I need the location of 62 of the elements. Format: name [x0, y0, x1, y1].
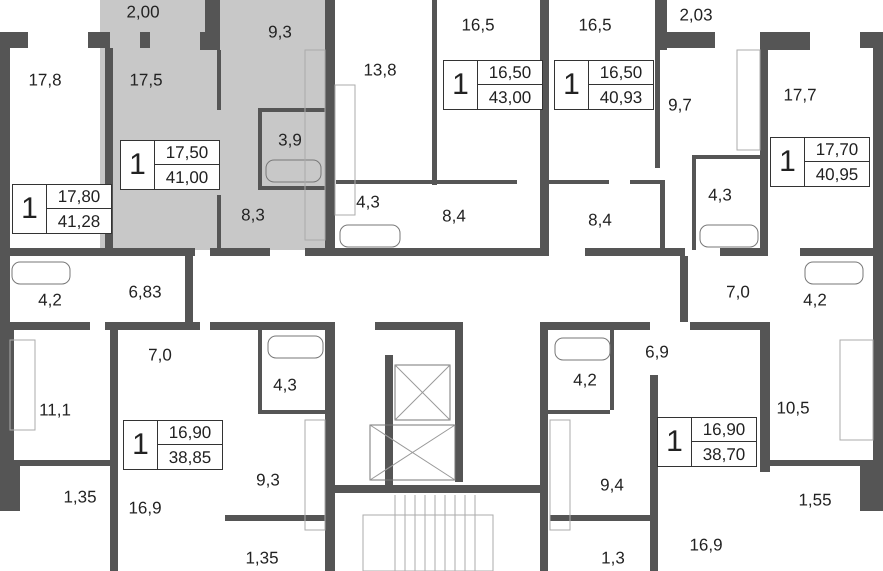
total-area: 41,00: [155, 165, 219, 189]
room-area: 9,3: [268, 24, 292, 40]
apartment-tag: [123, 420, 223, 470]
living-area: 16,50: [478, 61, 542, 85]
total-area: 40,93: [589, 85, 653, 109]
room-area: 4,2: [38, 292, 62, 308]
room-area: 4,2: [803, 292, 827, 308]
room-area: 7,0: [726, 284, 750, 300]
room-count: 1: [658, 418, 692, 466]
room-area: 4,3: [356, 194, 380, 210]
apartment-tag: [12, 184, 112, 234]
living-area: 17,80: [47, 185, 111, 209]
room-area: 3,9: [278, 132, 302, 148]
room-area: 10,5: [776, 400, 810, 416]
room-count: 1: [771, 138, 805, 186]
room-area: 6,83: [128, 284, 162, 300]
room-area: 17,7: [783, 86, 817, 104]
room-area: 8,3: [241, 206, 265, 224]
living-area: 16,50: [589, 61, 653, 85]
total-area: 40,95: [805, 162, 869, 186]
room-area: 1,3: [601, 550, 625, 566]
living-area: 16,90: [692, 418, 756, 442]
room-area: 1,35: [63, 488, 97, 506]
room-area: 9,7: [668, 96, 692, 114]
room-count: 1: [124, 421, 158, 469]
apartment-tag: [657, 417, 757, 467]
apartment-tag: [120, 140, 220, 190]
room-area: 8,4: [442, 208, 466, 224]
apartment-tag: [770, 137, 870, 187]
living-area: 17,50: [155, 141, 219, 165]
room-count: 1: [121, 141, 155, 189]
total-area: 38,70: [692, 442, 756, 466]
room-area: 17,8: [28, 72, 62, 88]
room-area: 13,8: [363, 62, 397, 78]
apartment-tag: [443, 60, 543, 110]
total-area: 43,00: [478, 85, 542, 109]
room-area: 9,3: [256, 472, 280, 488]
room-area: 17,5: [129, 72, 163, 88]
living-area: 17,70: [805, 138, 869, 162]
living-area: 16,90: [158, 421, 222, 445]
room-area: 4,2: [573, 372, 597, 388]
room-area: 16,9: [689, 536, 723, 554]
room-count: 1: [555, 61, 589, 109]
room-area: 16,5: [578, 16, 612, 34]
room-area: 8,4: [588, 212, 612, 228]
room-area: 1,55: [798, 492, 832, 508]
room-area: 11,1: [39, 402, 71, 418]
room-area: 2,00: [126, 4, 160, 20]
room-area: 6,9: [645, 344, 669, 360]
room-count: 1: [444, 61, 478, 109]
total-area: 41,28: [47, 209, 111, 233]
room-area: 16,9: [128, 500, 162, 516]
room-count: 1: [13, 185, 47, 233]
room-area: 2,03: [679, 6, 713, 24]
apartment-tag: [554, 60, 654, 110]
room-area: 1,35: [245, 550, 279, 566]
room-area: 4,3: [273, 376, 297, 394]
room-area: 16,5: [461, 16, 495, 34]
room-area: 4,3: [708, 186, 732, 204]
room-area: 7,0: [148, 346, 172, 364]
total-area: 38,85: [158, 445, 222, 469]
room-area: 9,4: [600, 476, 624, 494]
